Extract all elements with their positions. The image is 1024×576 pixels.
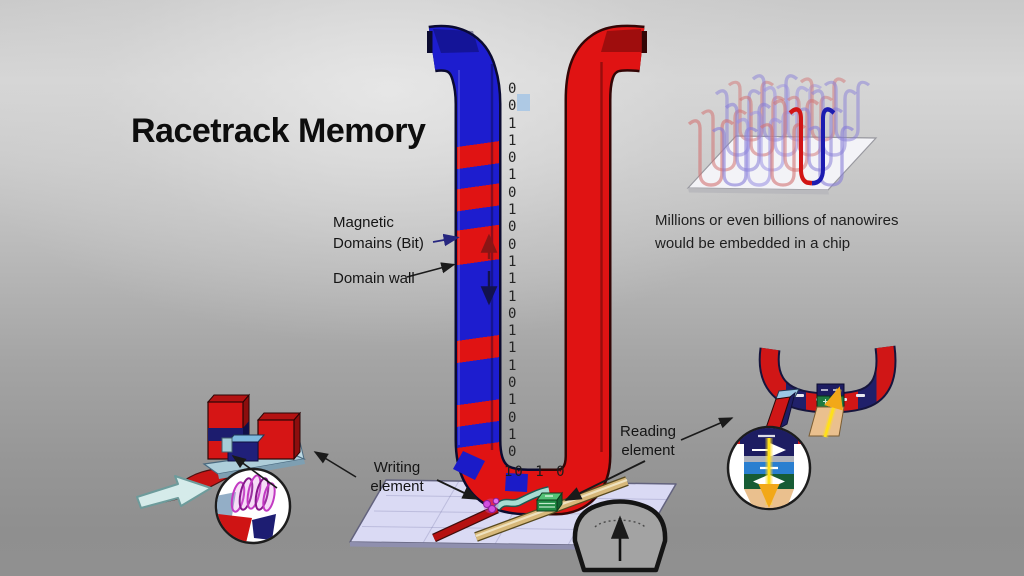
bit-highlight-cell (517, 94, 530, 111)
domain-wall-label: Domain wall (333, 270, 415, 287)
bit-column: 0 0 1 1 0 1 0 1 0 0 1 1 1 0 1 1 1 0 1 0 … (508, 81, 517, 461)
reading-element-arrow (564, 460, 646, 501)
writing-element-arrow (436, 479, 479, 500)
reading-element-device (536, 491, 563, 513)
writing-element-label: Writing element (370, 459, 424, 495)
field-coil-icon (230, 474, 276, 513)
gauge-icon (572, 499, 668, 573)
reading-element-closeup (726, 345, 897, 511)
chip-caption: Millions or even billions of nanowires w… (655, 212, 899, 252)
bit-row-bottom: 10 1 0 (504, 464, 567, 480)
writing-element-closeup (136, 393, 307, 545)
domain-wall-arrow (406, 262, 456, 278)
highlighted-nanowire (788, 107, 836, 186)
reading-element-label: Reading element (620, 423, 676, 459)
writing-closeup-arrow (313, 451, 357, 478)
racetrack-nanowire (427, 24, 647, 516)
current-arrow-icon (136, 475, 212, 509)
magnetic-domains-arrow (432, 233, 460, 247)
page-title: Racetrack Memory (131, 112, 426, 150)
read-current-arrow-icon (823, 386, 843, 438)
annotation-arrows (313, 233, 734, 501)
nanowire-array-illustration (686, 74, 878, 195)
reading-closeup-arrow (680, 417, 734, 441)
magnetic-domains-label: Magnetic Domains (Bit) (333, 214, 424, 252)
writing-element-device (483, 486, 550, 514)
